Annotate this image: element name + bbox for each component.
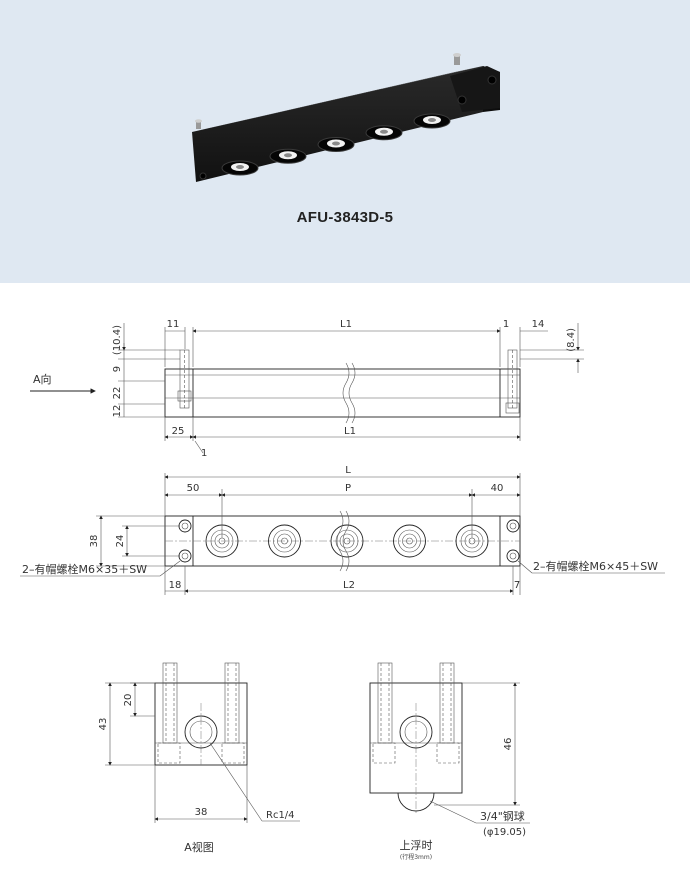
dim-l1-bottom: L1	[344, 426, 356, 437]
photo-roller	[269, 148, 307, 164]
end-view-a: 43 20 38 Rc1/4 A视图	[98, 662, 300, 854]
side-body-outline	[164, 368, 521, 418]
callout-left-bolt: 2–有帽螺栓M6×35＋SW	[22, 562, 147, 576]
port-label: Rc1/4	[266, 810, 295, 821]
photo-roller	[221, 160, 259, 176]
float-sub-caption: (行程3mm)	[400, 853, 432, 861]
dim-p: P	[345, 483, 351, 494]
photo-roller	[365, 125, 403, 141]
dim-22: 22	[112, 387, 123, 400]
left-pin	[179, 349, 190, 409]
technical-drawing: (10.4) 9 22 12 11 L1 1 14 (8.4) 25 L1 1	[20, 319, 665, 861]
dim-7: 7	[514, 580, 520, 591]
dim-11: 11	[167, 319, 180, 330]
dim-l2: L2	[343, 580, 355, 591]
dim-40: 40	[491, 483, 504, 494]
view-a-label: A向	[33, 372, 52, 386]
dim-12: 12	[112, 405, 123, 418]
product-photo-panel: AFU-3843D-5	[0, 0, 690, 283]
unit-body	[192, 53, 500, 182]
dim-50: 50	[187, 483, 200, 494]
end-view-a-caption: A视图	[184, 840, 214, 854]
end-view-float: 46 3/4"钢球 (φ19.05) 上浮时 (行程3mm)	[369, 662, 530, 861]
dim-18: 18	[169, 580, 182, 591]
top-roller	[330, 524, 364, 558]
dim-1-bottom: 1	[201, 448, 207, 459]
right-pin	[507, 349, 518, 409]
top-break-mark	[336, 510, 344, 572]
photo-roller	[317, 137, 355, 152]
bolt-right-lower	[506, 549, 520, 563]
dim-46: 46	[503, 738, 514, 751]
dim-w38: 38	[195, 807, 208, 818]
dim-1-right: 1	[503, 319, 509, 330]
dim-24: 24	[115, 535, 126, 548]
dim-l: L	[345, 465, 351, 476]
top-roller	[393, 524, 426, 558]
dim-9: 9	[112, 366, 123, 372]
bolt-right-upper	[506, 519, 520, 533]
side-view: (10.4) 9 22 12 11 L1 1 14 (8.4) 25 L1 1	[30, 319, 584, 459]
dim-l1-top: L1	[340, 319, 352, 330]
product-photo	[192, 53, 500, 182]
ball-label: 3/4"钢球	[480, 809, 525, 823]
model-name: AFU-3843D-5	[296, 209, 394, 226]
callout-right-bolt: 2–有帽螺栓M6×45＋SW	[533, 559, 658, 573]
bolt-left-upper	[178, 519, 192, 533]
float-caption: 上浮时	[400, 839, 433, 852]
dim-20: 20	[123, 694, 134, 707]
dim-top-overall: (10.4)	[112, 325, 123, 355]
roller-group	[221, 113, 451, 176]
dim-43: 43	[98, 718, 109, 731]
dim-38: 38	[89, 535, 100, 548]
dim-right-overall: (8.4)	[566, 328, 577, 352]
dim-25: 25	[172, 426, 185, 437]
ball-diameter: (φ19.05)	[483, 827, 526, 838]
bolt-left-lower	[178, 549, 192, 563]
top-roller	[268, 524, 301, 558]
photo-roller	[413, 113, 451, 129]
top-view: L 50 P 40 38 24 2–有帽螺栓M6×35＋SW 2–有帽螺栓M6×…	[20, 465, 665, 595]
dim-14: 14	[532, 319, 545, 330]
break-mark	[342, 362, 350, 424]
